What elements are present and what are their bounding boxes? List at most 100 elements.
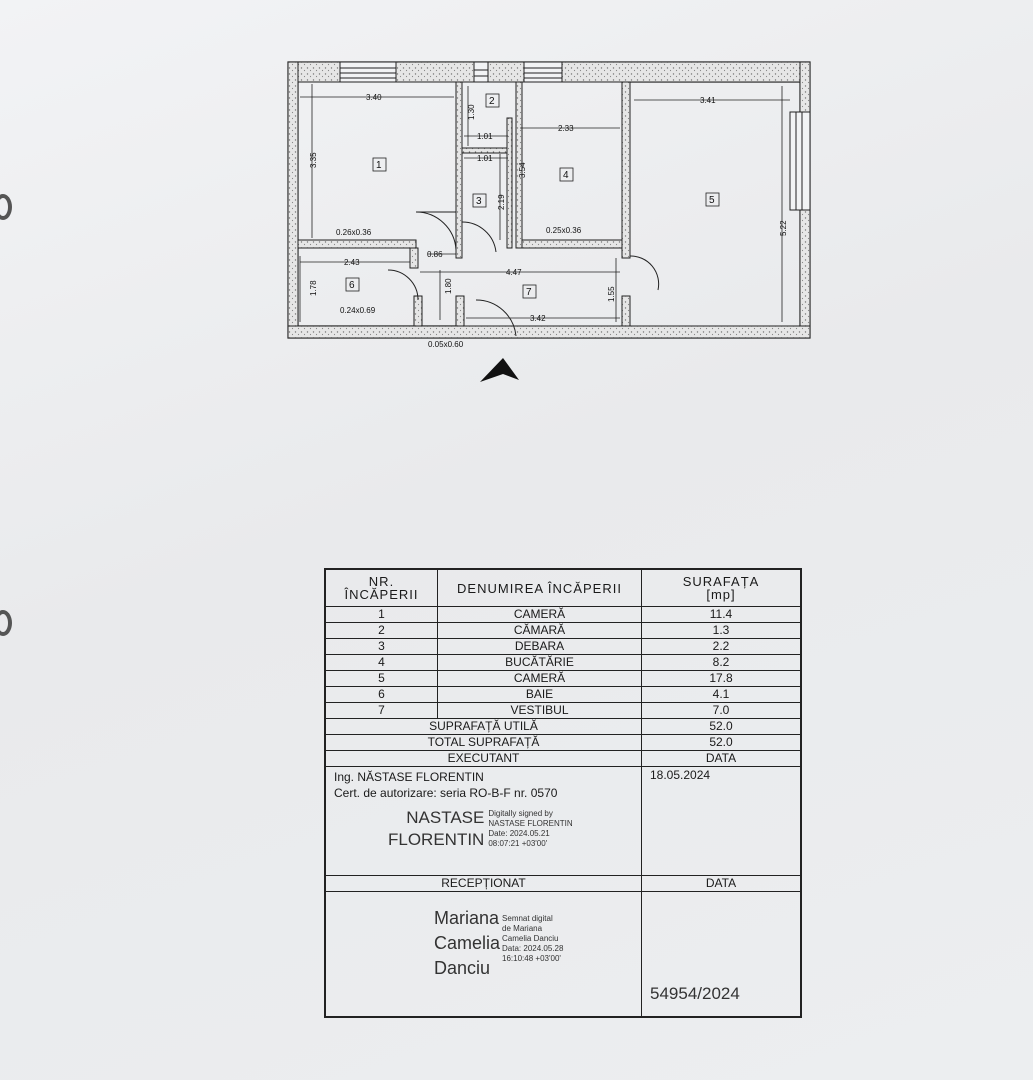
table-row: 1 CAMERĂ 11.4 (324, 606, 802, 623)
signature-name: Camelia (434, 933, 501, 953)
dim-label: 1.01 (477, 154, 493, 163)
signature-note: 16:10:48 +03'00' (502, 954, 561, 963)
cell-area: 11.4 (641, 606, 802, 623)
dim-label: 0.26x0.36 (336, 228, 372, 237)
cell-area: 1.3 (641, 622, 802, 639)
room-number: 5 (709, 195, 715, 206)
total-area-row: TOTAL SUPRAFAȚĂ 52.0 (324, 734, 802, 751)
executant-label: EXECUTANT (324, 750, 642, 767)
receptionat-label: RECEPȚIONAT (324, 875, 642, 892)
cell-area: 7.0 (641, 702, 802, 719)
dimension-labels: 3.40 3.35 1.30 1.01 1.01 2.19 3.54 2.33 … (309, 93, 788, 349)
dim-label: 3.41 (700, 96, 716, 105)
floor-plan: 3.40 3.35 1.30 1.01 1.01 2.19 3.54 2.33 … (0, 0, 1033, 400)
signature-name: NASTASE (406, 808, 485, 827)
dim-label: 1.30 (467, 104, 476, 120)
north-arrow-icon (480, 358, 519, 382)
dim-label: 1.55 (607, 286, 616, 302)
util-area-label: SUPRAFAȚĂ UTILĂ (324, 718, 642, 735)
date-label: DATA (641, 750, 802, 767)
date-label: DATA (641, 875, 802, 892)
room-number: 7 (526, 287, 532, 298)
table-row: 5 CAMERĂ 17.8 (324, 670, 802, 687)
cell-area: 17.8 (641, 670, 802, 687)
receptionat-signature: Mariana Camelia Danciu Semnat digital de… (434, 906, 563, 981)
header-nr: NR.ÎNCĂPERII (324, 568, 438, 607)
dim-label: 0.05x0.60 (428, 340, 464, 349)
registration-number: 54954/2024 (650, 984, 740, 1003)
cell-name: BAIE (437, 686, 642, 703)
table-row: 6 BAIE 4.1 (324, 686, 802, 703)
floor-plan-drawing: 3.40 3.35 1.30 1.01 1.01 2.19 3.54 2.33 … (287, 61, 811, 382)
dimension-line (299, 84, 790, 322)
cell-nr: 4 (324, 654, 438, 671)
table-row: 4 BUCĂTĂRIE 8.2 (324, 654, 802, 671)
signature-note: Digitally signed by (488, 809, 553, 818)
cell-nr: 3 (324, 638, 438, 655)
cell-nr: 7 (324, 702, 438, 719)
total-area-label: TOTAL SUPRAFAȚĂ (324, 734, 642, 751)
signature-name: Danciu (434, 958, 491, 978)
table-row: 3 DEBARA 2.2 (324, 638, 802, 655)
binder-ring (0, 194, 12, 220)
dim-label: 1.80 (444, 278, 453, 294)
interior-wall (297, 81, 631, 327)
dim-label: 2.33 (558, 124, 574, 133)
cell-nr: 1 (324, 606, 438, 623)
signature-name: FLORENTIN (388, 830, 485, 849)
dim-label: 3.42 (530, 314, 546, 323)
executant-header-row: EXECUTANT DATA (324, 750, 802, 767)
receptionat-header-row: RECEPȚIONAT DATA (324, 875, 802, 892)
dim-label: 5.22 (779, 220, 788, 236)
total-area-value: 52.0 (641, 734, 802, 751)
cell-area: 8.2 (641, 654, 802, 671)
util-area-row: SUPRAFAȚĂ UTILĂ 52.0 (324, 718, 802, 735)
executant-name: Ing. NĂSTASE FLORENTIN (334, 770, 484, 784)
dim-label: 0.86 (427, 250, 443, 259)
dim-label: 0.24x0.69 (340, 306, 376, 315)
room-number: 3 (476, 196, 482, 207)
cell-nr: 5 (324, 670, 438, 687)
cell-nr: 6 (324, 686, 438, 703)
signature-note: 08:07:21 +03'00' (488, 839, 548, 848)
cell-name: BUCĂTĂRIE (437, 654, 642, 671)
table-row: 2 CĂMARĂ 1.3 (324, 622, 802, 639)
cell-name: CAMERĂ (437, 670, 642, 687)
signature-note: Data: 2024.05.28 (502, 944, 564, 953)
outer-wall (287, 61, 811, 339)
binder-ring (0, 610, 12, 636)
signature-note: Semnat digital (502, 914, 553, 923)
cell-name: CĂMARĂ (437, 622, 642, 639)
signature-note: NASTASE FLORENTIN (488, 819, 573, 828)
room-number: 4 (563, 170, 569, 181)
receptionat-cell: Mariana Camelia Danciu Semnat digital de… (324, 891, 642, 1018)
signature-name: Mariana (434, 908, 500, 928)
signature-note: Date: 2024.05.21 (488, 829, 550, 838)
util-area-value: 52.0 (641, 718, 802, 735)
room-number: 6 (349, 280, 355, 291)
executant-date: 18.05.2024 (641, 766, 802, 876)
door (387, 211, 660, 337)
dim-label: 2.43 (344, 258, 360, 267)
dim-label: 2.19 (497, 194, 506, 210)
cell-area: 2.2 (641, 638, 802, 655)
executant-signature: NASTASE FLORENTIN Digitally signed by NA… (388, 807, 573, 851)
signature-note: de Mariana (502, 924, 543, 933)
dim-label: 0.25x0.36 (546, 226, 582, 235)
dim-label: 3.54 (518, 162, 527, 178)
cell-name: DEBARA (437, 638, 642, 655)
room-number: 1 (376, 160, 382, 171)
executant-cert: Cert. de autorizare: seria RO-B-F nr. 05… (334, 786, 558, 800)
room-area-table: NR.ÎNCĂPERII DENUMIREA ÎNCĂPERII SURAFAȚ… (324, 568, 802, 1018)
window (339, 61, 811, 211)
cell-name: VESTIBUL (437, 702, 642, 719)
dim-label: 4.47 (506, 268, 522, 277)
signature-note: Camelia Danciu (502, 934, 559, 943)
header-name: DENUMIREA ÎNCĂPERII (437, 568, 642, 607)
dim-label: 3.40 (366, 93, 382, 102)
dim-label: 1.78 (309, 280, 318, 296)
receptionat-row: Mariana Camelia Danciu Semnat digital de… (324, 891, 802, 1018)
receptionat-date-cell: 54954/2024 (641, 891, 802, 1018)
table-header-row: NR.ÎNCĂPERII DENUMIREA ÎNCĂPERII SURAFAȚ… (324, 568, 802, 607)
header-area: SURAFAȚA[mp] (641, 568, 802, 607)
